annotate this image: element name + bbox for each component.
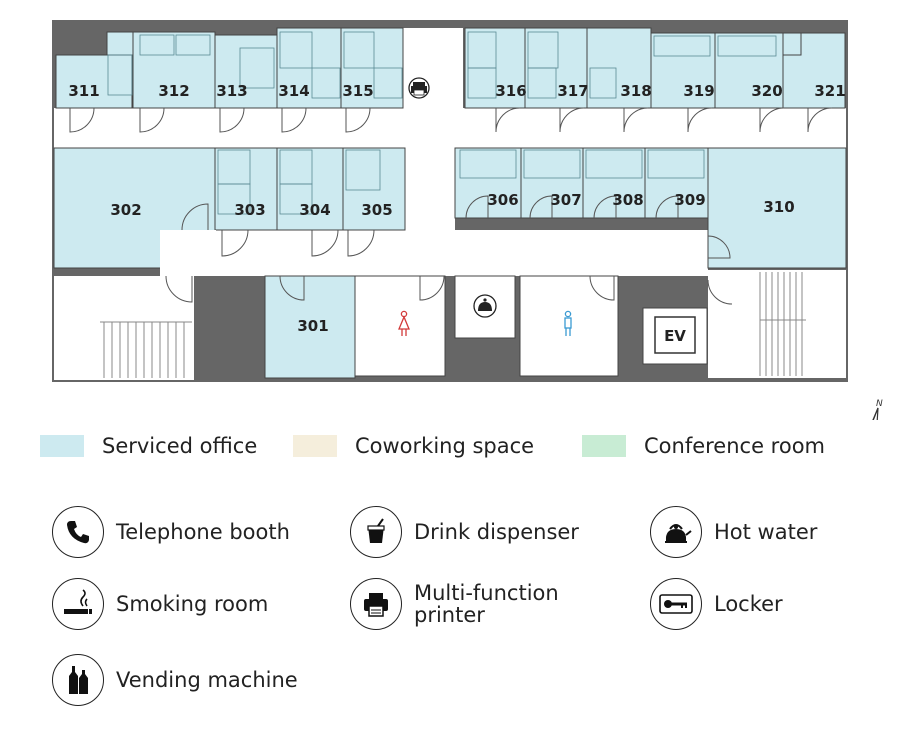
office-311-notch <box>106 31 134 56</box>
label-321: 321 <box>814 82 845 100</box>
legend-coworking-label: Coworking space <box>355 434 535 458</box>
east-stair-steps <box>759 272 806 376</box>
office-321-notch <box>782 32 802 56</box>
vending-label: Vending machine <box>116 668 298 692</box>
drink-icon <box>350 506 402 558</box>
north-label: N <box>876 399 883 409</box>
printer-label-line1: Multi-function <box>414 581 559 605</box>
office-308 <box>582 147 646 219</box>
swatch-conference-room <box>582 435 626 457</box>
label-302: 302 <box>110 201 141 219</box>
south-corridor <box>160 230 708 276</box>
male-restroom-icon <box>564 310 572 336</box>
smoking-icon <box>52 578 104 630</box>
office-313 <box>214 34 278 109</box>
legend-locker: Locker <box>650 578 783 630</box>
label-308: 308 <box>612 191 643 209</box>
label-309: 309 <box>674 191 705 209</box>
label-313: 313 <box>216 82 247 100</box>
printer-label: Multi-function printer <box>414 582 559 626</box>
legend-smoking-room: Smoking room <box>52 578 268 630</box>
north-arrow: N <box>872 399 883 420</box>
office-301 <box>264 275 356 379</box>
legend-vending-machine: Vending machine <box>52 654 298 706</box>
key-icon <box>650 578 702 630</box>
kettle-icon <box>650 506 702 558</box>
label-311: 311 <box>68 82 99 100</box>
label-301: 301 <box>297 317 328 335</box>
corridor-302-notch <box>160 230 216 270</box>
printer-map-icon <box>408 77 430 99</box>
swatch-coworking-space <box>293 435 337 457</box>
swatch-serviced-office <box>40 435 84 457</box>
label-303: 303 <box>234 201 265 219</box>
office-310 <box>707 147 847 269</box>
legend-hot-water: Hot water <box>650 506 817 558</box>
office-309 <box>644 147 709 219</box>
bottles-icon <box>52 654 104 706</box>
label-314: 314 <box>278 82 309 100</box>
printer-icon <box>350 578 402 630</box>
smoking-label: Smoking room <box>116 592 269 616</box>
legend-conference-room: Conference room <box>582 434 825 458</box>
telephone-icon <box>52 506 104 558</box>
label-318: 318 <box>620 82 651 100</box>
locker-label: Locker <box>714 592 783 616</box>
female-restroom-icon <box>398 310 410 336</box>
telephone-label: Telephone booth <box>116 520 290 544</box>
label-305: 305 <box>361 201 392 219</box>
label-320: 320 <box>751 82 782 100</box>
west-stair-steps <box>100 321 192 378</box>
legend-coworking-space: Coworking space <box>293 434 534 458</box>
legend-serviced-label: Serviced office <box>102 434 258 458</box>
hot-water-map-icon <box>473 294 497 318</box>
legend-conference-label: Conference room <box>644 434 826 458</box>
legend-multifunction-printer: Multi-function printer <box>350 578 559 630</box>
legend-telephone-booth: Telephone booth <box>52 506 290 558</box>
office-303 <box>214 147 278 231</box>
drink-label: Drink dispenser <box>414 520 579 544</box>
label-ev: EV <box>664 327 686 345</box>
office-304 <box>276 147 344 231</box>
east-stairs <box>708 270 846 378</box>
label-316: 316 <box>495 82 526 100</box>
hotwater-label: Hot water <box>714 520 818 544</box>
label-319: 319 <box>683 82 714 100</box>
label-315: 315 <box>342 82 373 100</box>
label-312: 312 <box>158 82 189 100</box>
elevator <box>654 316 696 354</box>
legend-serviced-office: Serviced office <box>40 434 257 458</box>
floor-plan: 311 312 313 314 315 316 317 318 319 320 … <box>52 20 883 420</box>
central-hall <box>403 148 455 230</box>
label-307: 307 <box>550 191 581 209</box>
legend-drink-dispenser: Drink dispenser <box>350 506 579 558</box>
desk-outlines <box>107 31 777 215</box>
label-310: 310 <box>763 198 794 216</box>
mens-restroom <box>519 275 619 377</box>
printer-label-line2: printer <box>414 603 485 627</box>
label-317: 317 <box>557 82 588 100</box>
label-304: 304 <box>299 201 330 219</box>
west-stairs <box>54 276 194 380</box>
door-swings <box>69 107 833 305</box>
label-306: 306 <box>487 191 518 209</box>
